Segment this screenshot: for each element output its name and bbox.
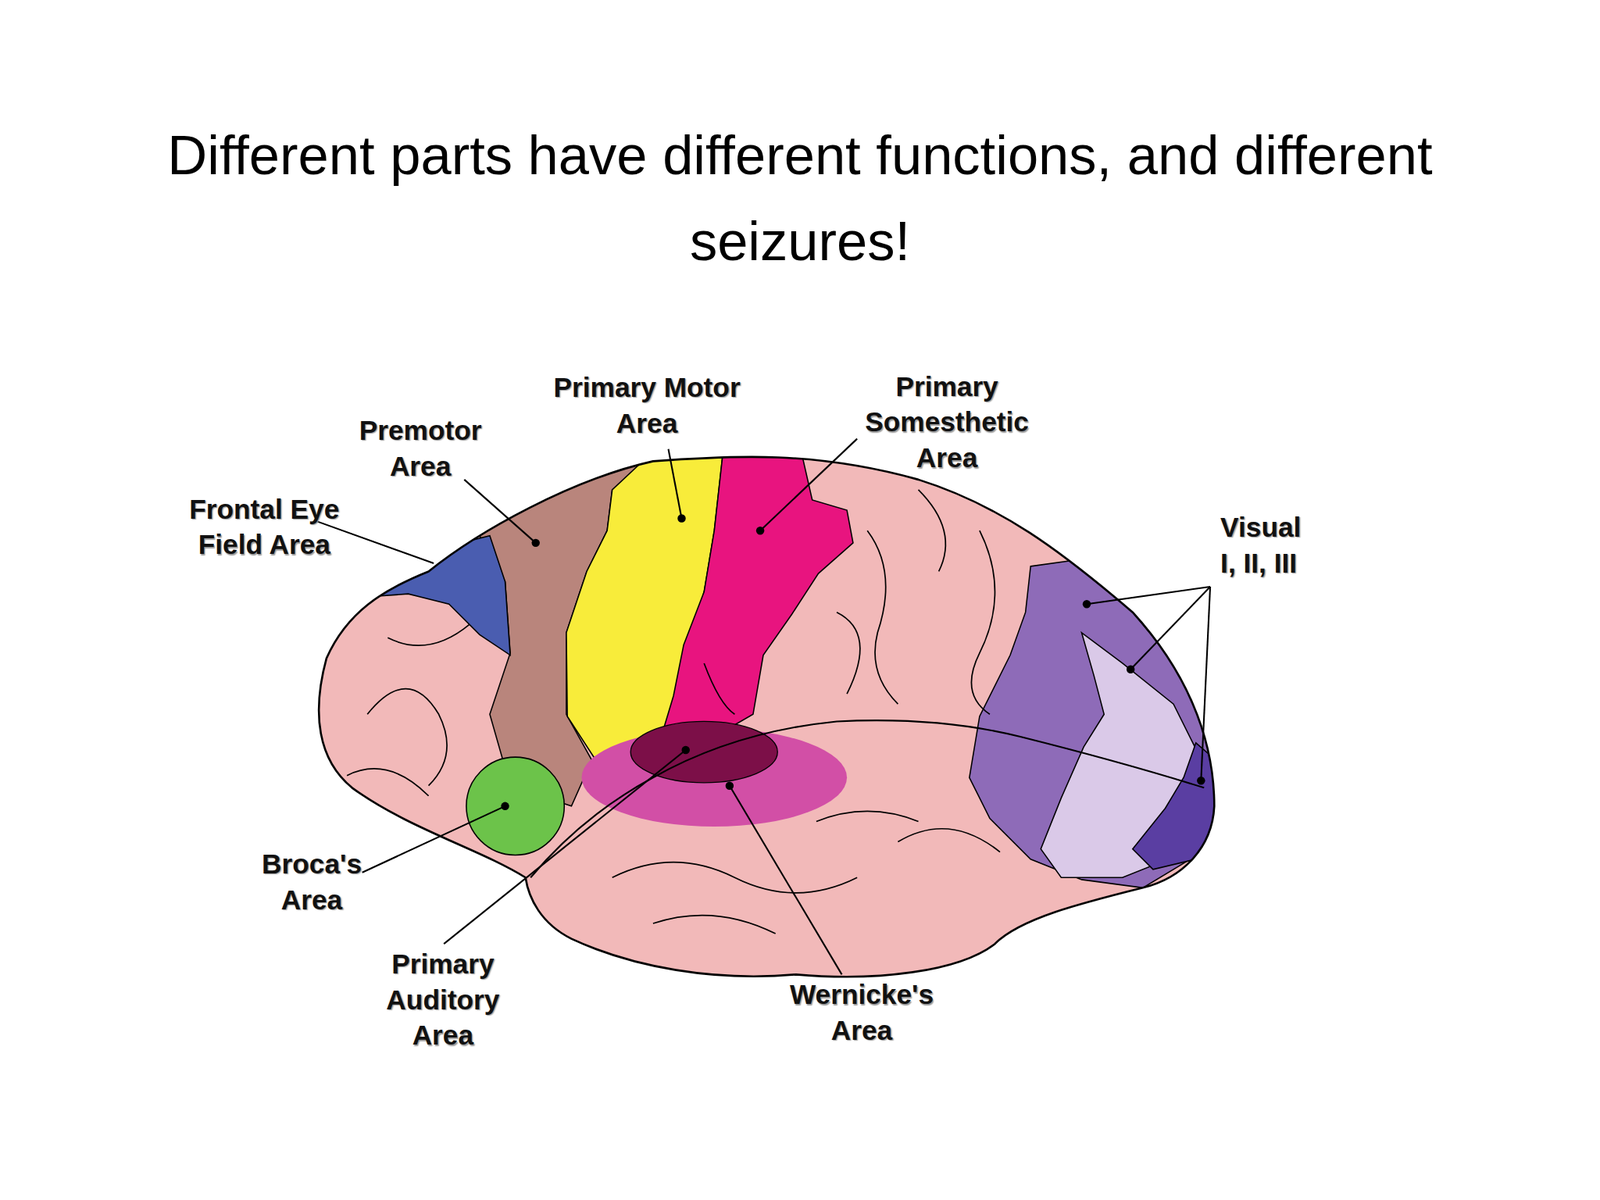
leader-line	[729, 785, 843, 975]
region-label: Visual I, II, III	[1220, 510, 1318, 582]
brain-outline	[318, 457, 1215, 977]
lateral-sulcus	[530, 720, 1204, 878]
slide-title: Different parts have different functions…	[136, 112, 1464, 284]
region-label: Primary Auditory Area	[375, 946, 511, 1054]
region-label: Wernicke's Area	[777, 977, 947, 1049]
primary-somesthetic-region	[657, 455, 853, 748]
leader-dot	[677, 514, 686, 522]
leader-dot	[756, 526, 765, 535]
leader-dot	[1082, 600, 1091, 608]
leader-dots	[500, 514, 1205, 811]
gyrus-line	[816, 810, 919, 822]
gyrus-line	[918, 489, 947, 572]
leader-line	[760, 439, 858, 532]
region-label: Frontal Eye Field Area	[187, 492, 341, 564]
leader-dot	[1126, 665, 1135, 674]
leader-line	[1086, 586, 1211, 604]
leader-line	[1200, 586, 1211, 781]
leader-dot	[531, 539, 540, 547]
visual-three-region	[1132, 742, 1220, 870]
gyrus-line	[867, 530, 898, 704]
leader-dot	[681, 746, 690, 754]
leader-dot	[500, 802, 509, 811]
region-label: Primary Somesthetic Area	[850, 369, 1044, 477]
brain-regions	[367, 455, 1220, 889]
region-label: Premotor Area	[349, 413, 493, 485]
leader-dot	[725, 781, 734, 790]
gyrus-line	[612, 862, 858, 893]
gyrus-line	[387, 624, 469, 646]
leader-dot	[1196, 776, 1205, 785]
leader-line	[362, 806, 506, 873]
gyrus-line	[703, 663, 735, 715]
leader-line	[1130, 586, 1211, 670]
region-label: Primary Motor Area	[535, 370, 759, 442]
leader-line	[314, 520, 434, 564]
gyrus-line	[653, 915, 776, 935]
leader-line	[443, 750, 686, 944]
frontal-eye-field-region	[367, 535, 511, 656]
gyrus-line	[836, 612, 861, 694]
gyri-lines	[346, 489, 1204, 934]
region-label: Broca's Area	[253, 846, 371, 918]
gyrus-line	[897, 828, 1000, 853]
gyrus-line	[367, 689, 447, 786]
leader-line	[464, 479, 536, 543]
leader-lines	[314, 439, 1211, 975]
gyrus-line	[971, 530, 995, 715]
leader-line	[668, 449, 683, 519]
primary-auditory-region	[630, 721, 778, 783]
broca-region	[466, 757, 565, 855]
